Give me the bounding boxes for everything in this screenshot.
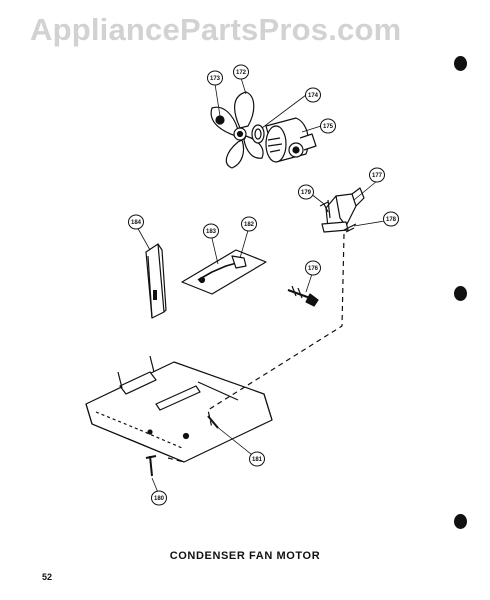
base-screw	[145, 455, 157, 477]
binder-hole-bottom	[454, 514, 467, 529]
harness-plate	[181, 249, 267, 295]
callout-181: 181	[249, 451, 265, 467]
mounting-screw	[287, 285, 319, 307]
svg-text:175: 175	[323, 124, 334, 130]
callout-182: 182	[241, 216, 257, 232]
callout-173: 173	[207, 70, 223, 86]
base-plate	[85, 355, 273, 463]
callout-markers: 173 172 174 175 177 179	[128, 64, 399, 506]
callout-180: 180	[151, 490, 167, 506]
leader-lines	[135, 77, 392, 496]
svg-text:182: 182	[244, 222, 255, 228]
bracket-screw-side	[343, 223, 357, 233]
wire-path	[167, 233, 345, 463]
callout-184: 184	[128, 214, 144, 230]
svg-text:174: 174	[308, 93, 319, 99]
svg-text:177: 177	[372, 173, 383, 179]
svg-text:179: 179	[301, 190, 312, 196]
watermark-text: AppliancePartsPros.com	[30, 12, 402, 47]
binder-hole-middle	[454, 286, 467, 301]
binder-hole-top	[454, 56, 467, 71]
svg-text:184: 184	[131, 220, 142, 226]
side-panel	[145, 243, 167, 319]
callout-177: 177	[369, 167, 385, 183]
svg-text:180: 180	[154, 496, 165, 502]
page-number: 52	[42, 572, 53, 582]
fan-motor	[265, 117, 317, 163]
svg-text:176: 176	[308, 266, 319, 272]
svg-text:181: 181	[252, 457, 263, 463]
hub-nut	[215, 115, 225, 125]
callout-172: 172	[233, 64, 249, 80]
motor-bracket	[321, 187, 365, 233]
diagram-caption: CONDENSER FAN MOTOR	[169, 550, 321, 562]
svg-text:178: 178	[386, 217, 397, 223]
callout-178: 178	[383, 211, 399, 227]
svg-text:172: 172	[236, 70, 247, 76]
callout-174: 174	[305, 87, 321, 103]
motor-clamp	[251, 124, 265, 144]
svg-text:173: 173	[210, 76, 221, 82]
callout-175: 175	[320, 118, 336, 134]
callout-176: 176	[305, 260, 321, 276]
callout-183: 183	[203, 223, 219, 239]
svg-text:183: 183	[206, 229, 217, 235]
callout-179: 179	[298, 184, 314, 200]
